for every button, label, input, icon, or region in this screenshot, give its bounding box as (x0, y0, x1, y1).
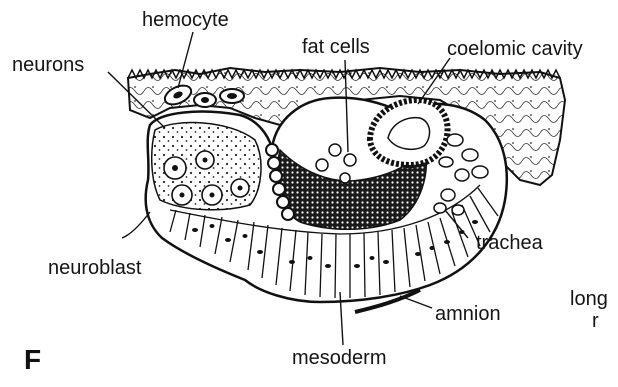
panel-letter: F (24, 344, 41, 376)
label-amnion: amnion (435, 303, 501, 325)
cut-off-text-line1: long (570, 288, 608, 310)
amnion-leader (400, 296, 432, 308)
label-fat-cells: fat cells (302, 36, 370, 58)
label-mesoderm: mesoderm (292, 347, 386, 369)
cut-off-text-line2: r (592, 310, 599, 332)
label-hemocyte: hemocyte (142, 9, 229, 31)
neuroblast-leader (122, 212, 150, 238)
label-neurons: neurons (12, 54, 84, 76)
label-trachea: trachea (476, 232, 543, 254)
label-coelomic-cavity: coelomic cavity (447, 38, 583, 60)
neural-region (152, 123, 261, 210)
label-neuroblast: neuroblast (48, 257, 141, 279)
